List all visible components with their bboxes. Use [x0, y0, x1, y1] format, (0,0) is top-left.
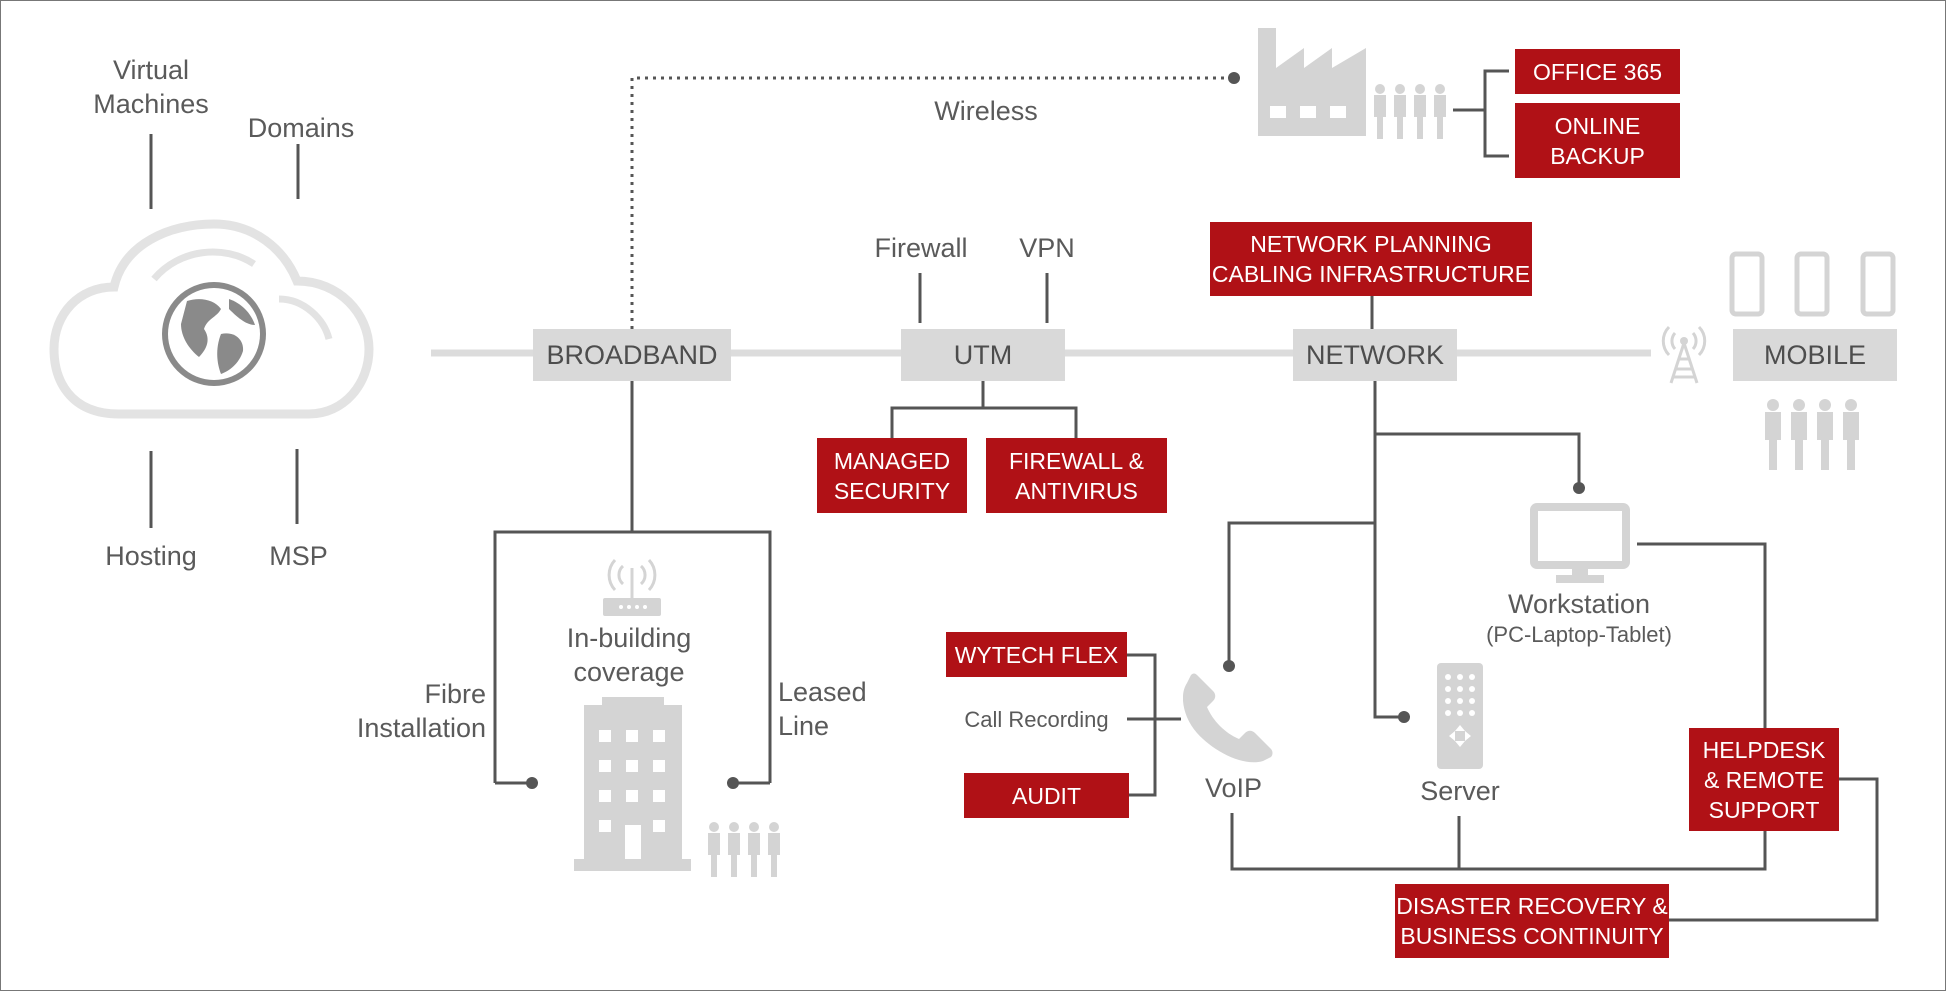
- monitor-icon: [1530, 503, 1630, 583]
- router-icon: [603, 558, 661, 616]
- virtual-machines-label: Virtual Machines: [93, 55, 209, 119]
- fibre-installation-label: Fibre Installation: [356, 679, 486, 743]
- wytech-flex-box: WYTECH FLEX: [946, 632, 1127, 677]
- audit-box: AUDIT: [964, 773, 1129, 818]
- wireless-label: Wireless: [934, 96, 1038, 126]
- hosting-label: Hosting: [105, 541, 197, 571]
- workstation-label: Workstation: [1507, 589, 1651, 619]
- call-recording-label: Call Recording: [964, 707, 1109, 732]
- globe-icon: [162, 282, 266, 386]
- building-users-icon: [708, 822, 780, 877]
- building-icon: [574, 697, 691, 871]
- mobile-users-icon: [1765, 399, 1859, 470]
- cloud-icon: [49, 219, 374, 419]
- msp-label: MSP: [269, 541, 328, 571]
- managed-security-box: MANAGED SECURITY: [817, 438, 967, 513]
- workstation-sub-label: (PC-Laptop-Tablet): [1486, 622, 1672, 647]
- server-label: Server: [1420, 776, 1500, 806]
- phone-icon: [1183, 673, 1273, 763]
- mobile-box: MOBILE: [1733, 329, 1897, 381]
- helpdesk-box: HELPDESK & REMOTE SUPPORT: [1689, 728, 1839, 831]
- people-icon: [1374, 84, 1446, 139]
- mobile-phones-icon: [1729, 251, 1896, 317]
- firewall-antivirus-box: FIREWALL & ANTIVIRUS: [986, 438, 1167, 513]
- disaster-recovery-box: DISASTER RECOVERY & BUSINESS CONTINUITY: [1395, 884, 1669, 958]
- firewall-label: Firewall: [874, 233, 968, 263]
- antenna-icon: [1661, 325, 1707, 384]
- factory-icon: [1258, 28, 1366, 136]
- leased-line-label: Leased Line: [778, 677, 867, 741]
- vpn-label: VPN: [1019, 233, 1075, 263]
- in-building-label: In-building coverage: [566, 623, 692, 687]
- utm-box: UTM: [901, 329, 1065, 381]
- network-planning-box: NETWORK PLANNING CABLING INFRASTRUCTURE: [1210, 222, 1532, 296]
- broadband-box: BROADBAND: [533, 329, 731, 381]
- server-icon: [1437, 663, 1483, 769]
- online-backup-box: ONLINE BACKUP: [1515, 103, 1680, 178]
- office365-box: OFFICE 365: [1515, 49, 1680, 94]
- domains-label: Domains: [247, 113, 355, 143]
- network-box: NETWORK: [1293, 329, 1457, 381]
- voip-label: VoIP: [1204, 773, 1263, 803]
